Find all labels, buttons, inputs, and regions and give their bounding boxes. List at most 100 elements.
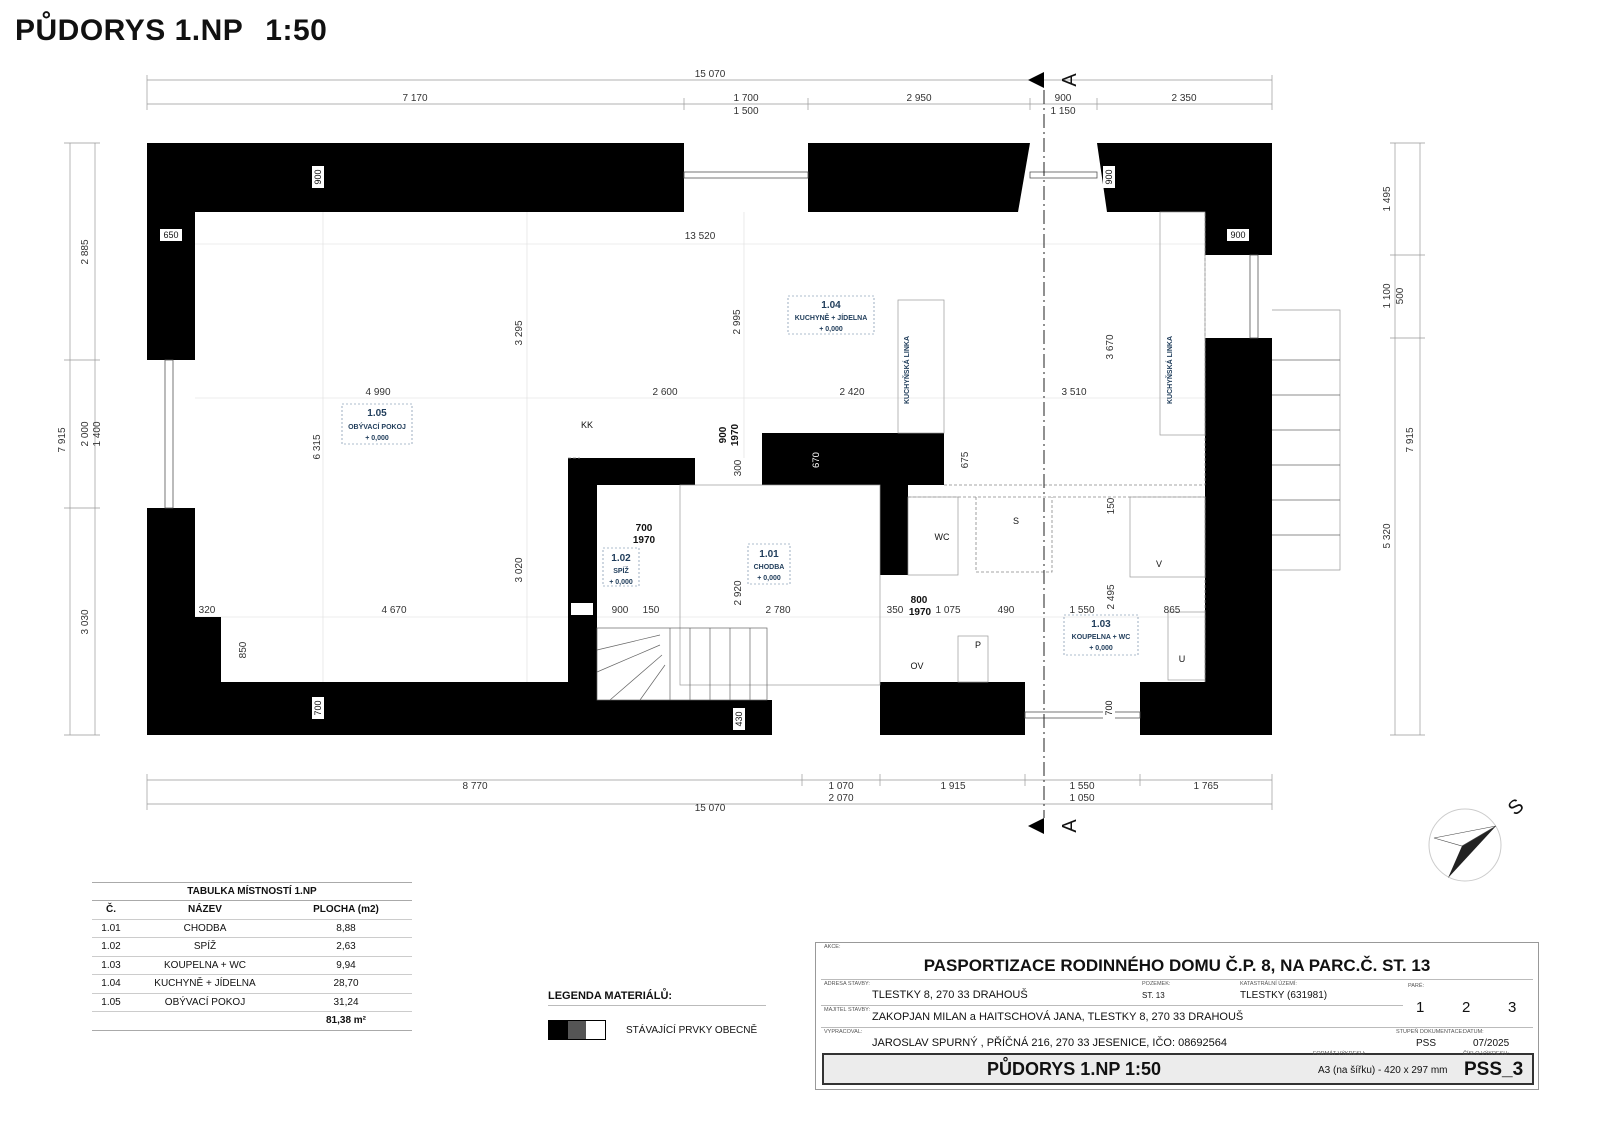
walls: [147, 143, 1272, 735]
wall-label-1: 900: [313, 169, 323, 184]
fixture-p: P: [975, 640, 981, 650]
windows: [164, 171, 1259, 719]
format-label: FORMÁT VÝKRESU:: [1313, 1051, 1366, 1057]
dim-bottom-1: 8 770: [462, 781, 487, 792]
project-title: PASPORTIZACE RODINNÉHO DOMU Č.P. 8, NA P…: [923, 956, 1431, 975]
dim-top-2: 1 700: [733, 93, 758, 104]
room-number: 1.03: [1091, 619, 1111, 630]
dim-int-1: 13 520: [685, 231, 716, 242]
dim-int-25: 2 495: [1106, 584, 1117, 609]
fixture-wc: WC: [935, 532, 950, 542]
room-1-03: 1.03 KOUPELNA + WC + 0,000: [1072, 619, 1131, 652]
fixtures-outlines: [679, 211, 1341, 686]
dim-top-total: 15 070: [695, 69, 726, 80]
section-line: [1028, 72, 1045, 834]
north-mark: S: [1504, 795, 1528, 820]
majitel-label: MAJITEL STAVBY:: [824, 1007, 871, 1013]
kitchen-line-2: KUCHYŇSKÁ LINKA: [1165, 336, 1174, 404]
interior-dim-lines: [195, 212, 1205, 682]
dim-top-6: 1 150: [1050, 106, 1075, 117]
dim-int-20: 150: [643, 605, 660, 616]
dim-int-10: 3 020: [514, 557, 525, 582]
room-1-02: 1.02 SPÍŽ + 0,000: [609, 553, 633, 586]
dim-left-3: 2 000: [80, 421, 91, 446]
wall-label-8: 430: [734, 711, 744, 726]
dim-int-28: 850: [238, 641, 249, 658]
title-block: AKCE: PASPORTIZACE RODINNÉHO DOMU Č.P. 8…: [815, 942, 1539, 1090]
cell-name: SPÍŽ: [193, 941, 217, 953]
header-name: NÁZEV: [188, 904, 222, 916]
room-level: + 0,000: [609, 579, 633, 586]
dim-bottom-5: 1 550: [1069, 781, 1094, 792]
table-total-row: 81,38 m²: [92, 1012, 412, 1031]
room-level: + 0,000: [819, 326, 843, 333]
table-row: 1.01 CHODBA 8,88: [92, 920, 412, 938]
stupen-label: STUPEŇ DOKUMENTACE:: [1396, 1029, 1464, 1035]
dim-right-1: 1 495: [1382, 186, 1393, 211]
akce-label: AKCE:: [824, 944, 841, 950]
legend-item-label: STÁVAJÍCÍ PRVKY OBECNĚ: [626, 1024, 758, 1036]
dim-int-8: 3 510: [1061, 387, 1086, 398]
cell-number: 1.05: [101, 996, 121, 1008]
dim-left-5: 3 030: [80, 609, 91, 634]
header-area: PLOCHA (m2): [313, 904, 379, 916]
dim-int-2: 3 295: [514, 320, 525, 345]
vypracoval: JAROSLAV SPURNÝ , PŘÍČNÁ 216, 270 33 JES…: [872, 1037, 1228, 1049]
room-level: + 0,000: [1089, 645, 1113, 652]
room-table-title: TABULKA MÍSTNOSTÍ 1.NP: [92, 882, 412, 901]
dim-bottom-6: 1 050: [1069, 793, 1094, 804]
room-1-04: 1.04 KUCHYNĚ + JÍDELNA + 0,000: [795, 300, 868, 333]
adresa-label: ADRESA STAVBY:: [824, 981, 870, 987]
room-number: 1.02: [611, 553, 631, 564]
cislo-label: ČÍSLO VÝKRESU:: [1463, 1051, 1509, 1057]
door-2-width: 800: [911, 595, 928, 606]
cell-number: 1.04: [101, 978, 121, 990]
dim-top-4: 2 950: [906, 93, 931, 104]
dim-right-3: 500: [1395, 287, 1406, 304]
dim-int-19: 900: [612, 605, 629, 616]
room-1-05: 1.05 OBÝVACÍ POKOJ + 0,000: [348, 408, 406, 442]
cell-number: 1.01: [101, 922, 121, 934]
fixture-shower: S: [1013, 516, 1019, 526]
dim-int-12: 670: [811, 452, 822, 468]
dim-top-7: 2 350: [1171, 93, 1196, 104]
fixture-u: U: [1179, 654, 1186, 664]
dim-int-13: 675: [960, 451, 971, 468]
wall-label-4: 900: [1230, 230, 1245, 240]
datum-label: DATUM:: [1463, 1029, 1484, 1035]
dim-left-4: 1 400: [92, 421, 103, 446]
room-label-boxes: [341, 295, 1139, 656]
katastr: TLESTKY (631981): [1240, 990, 1328, 1001]
door-3-height: 1970: [730, 423, 741, 446]
dim-int-29: 900: [718, 426, 729, 443]
page-title-text: PŮDORYS 1.NP: [15, 14, 244, 47]
cell-area: 8,88: [336, 922, 356, 934]
room-1-01: 1.01 CHODBA + 0,000: [754, 549, 785, 582]
dim-int-9: 6 315: [312, 434, 323, 459]
table-row: 1.03 KOUPELNA + WC 9,94: [92, 957, 412, 975]
section-mark-top: A: [1059, 73, 1081, 87]
table-row: 1.04 KUCHYNĚ + JÍDELNA 28,70: [92, 975, 412, 994]
door-1-width: 700: [636, 523, 653, 534]
dimension-lines: [64, 75, 1425, 810]
dim-int-14: 2 920: [733, 580, 744, 605]
pozemek-label: POZEMEK:: [1142, 981, 1171, 987]
room-table-header: Č. NÁZEV PLOCHA (m2): [92, 901, 412, 920]
door-2-height: 1970: [909, 607, 932, 618]
drawing-name-bar: PŮDORYS 1.NP 1:50 A3 (na šířku) - 420 x …: [822, 1053, 1534, 1085]
wall-label-boxes: [160, 166, 1249, 730]
pare-3: 3: [1508, 999, 1517, 1016]
cell-name: KOUPELNA + WC: [164, 959, 246, 971]
room-name: OBÝVACÍ POKOJ: [348, 422, 406, 431]
dim-int-6: 2 600: [652, 387, 677, 398]
dim-right-2: 1 100: [1382, 283, 1393, 308]
fixture-bath: V: [1156, 559, 1162, 569]
room-table: TABULKA MÍSTNOSTÍ 1.NP Č. NÁZEV PLOCHA (…: [92, 882, 412, 1031]
table-row: 1.02 SPÍŽ 2,63: [92, 938, 412, 957]
room-name: CHODBA: [754, 564, 785, 571]
wall-label-9: 700: [1104, 700, 1114, 715]
dim-bottom-7: 1 765: [1193, 781, 1218, 792]
dim-right-5: 5 320: [1382, 523, 1393, 548]
kitchen-line-1: KUCHYŇSKÁ LINKA: [902, 336, 911, 404]
